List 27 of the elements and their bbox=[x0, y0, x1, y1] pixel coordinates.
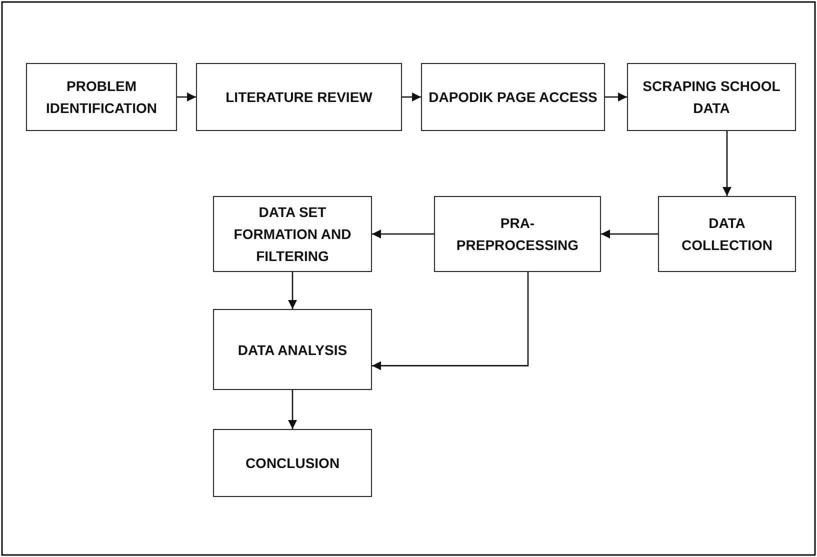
arrow bbox=[601, 230, 658, 238]
process-box bbox=[213, 429, 372, 497]
step-label: DAPODIK PAGE ACCESS bbox=[428, 88, 598, 107]
arrow bbox=[722, 131, 732, 196]
process-box bbox=[196, 63, 402, 131]
process-box bbox=[627, 63, 796, 131]
process-box bbox=[421, 63, 605, 131]
arrow bbox=[177, 92, 196, 102]
step-label: PRA-PREPROCESSING bbox=[455, 214, 580, 255]
process-box bbox=[213, 309, 372, 390]
arrow bbox=[605, 92, 627, 102]
step-label: LITERATURE REVIEW bbox=[226, 88, 372, 107]
step-label: SCRAPING SCHOOL DATA bbox=[642, 77, 782, 118]
step-label: DATA ANALYSIS bbox=[238, 340, 348, 360]
step-label: CONCLUSION bbox=[245, 454, 340, 473]
arrow bbox=[288, 390, 297, 429]
step-label: DATA SET FORMATION AND FILTERING bbox=[232, 203, 352, 266]
arrow bbox=[288, 272, 297, 309]
arrow bbox=[402, 92, 421, 102]
process-box bbox=[213, 196, 372, 272]
step-label: DATA COLLECTION bbox=[680, 214, 774, 255]
process-box bbox=[26, 63, 177, 131]
process-box bbox=[434, 196, 601, 272]
arrow bbox=[372, 230, 434, 238]
process-box bbox=[658, 196, 796, 272]
arrow bbox=[372, 272, 529, 370]
step-label: PROBLEM IDENTIFICATION bbox=[45, 77, 158, 118]
